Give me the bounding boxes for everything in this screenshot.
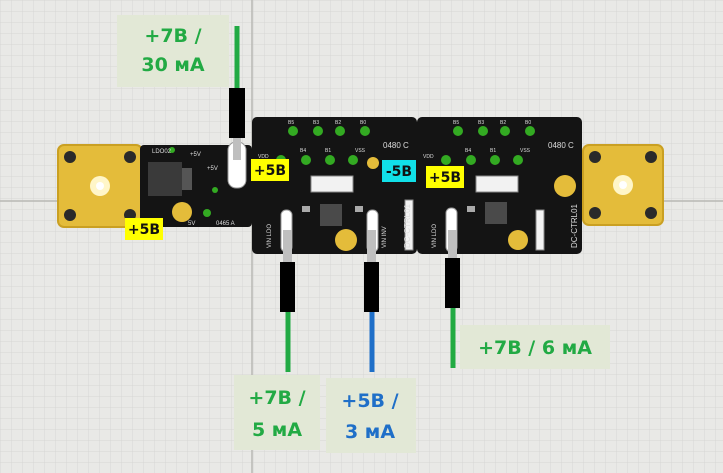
pin-label: B0	[360, 120, 366, 126]
voltage-tag-ldo-in: +5В	[125, 218, 163, 240]
callout-top: +7В / 30 мА	[117, 15, 229, 87]
voltage-tag-ctrl1-neg: -5В	[382, 160, 416, 182]
wire-bottom-left	[280, 230, 295, 372]
ldo-pin-label: +5V	[190, 152, 201, 158]
callout-bottom-mid: +5В / 3 мА	[326, 378, 416, 453]
vin-ldo-label: VIN LDO	[267, 224, 273, 248]
ldo-capacitor	[172, 202, 192, 222]
via	[360, 126, 370, 136]
wire-top	[229, 26, 245, 160]
callout-bottom-left: +7В / 5 мА	[234, 375, 320, 450]
header-connector	[475, 175, 519, 193]
ldo-part-number: 0465 A	[216, 221, 235, 227]
board-part-number: 0480 C	[548, 141, 574, 150]
resistor	[404, 199, 414, 251]
wire-bottom-right	[445, 230, 460, 368]
callout-bottom-right: +7В / 6 мА	[460, 325, 610, 369]
board-name: DC-CTRL01	[403, 203, 412, 248]
resistor	[535, 209, 545, 251]
via	[453, 126, 463, 136]
board-name: DC-CTRL01	[570, 203, 579, 248]
pin-label: VDD	[258, 154, 269, 160]
ldo-board: LDO02 +5V +5V 5V 0465 A	[140, 141, 252, 227]
pin-label: VSS	[520, 148, 531, 154]
voltage-tag-text: +5В	[429, 170, 461, 186]
voltage-tag-ldo-out: +5В	[251, 159, 289, 181]
via	[478, 126, 488, 136]
ldo-board-name: LDO02	[152, 149, 172, 155]
via	[301, 155, 311, 165]
pin-label: B5	[288, 120, 294, 126]
pin-label: B3	[478, 120, 484, 126]
sma-connector-right	[582, 144, 664, 226]
capacitor	[335, 229, 357, 251]
pin-label: VDD	[423, 154, 434, 160]
callout-text: +7В / 6 мА	[478, 337, 592, 359]
via	[348, 155, 358, 165]
voltage-tag-text: +5В	[254, 163, 286, 179]
ctrl-board-1: B5 B3 B2 B0 VDD B4 B1 VSS 0480 C VIN LDO…	[252, 117, 417, 254]
pin-label: B1	[490, 148, 496, 154]
vin-ldo-label: VIN LDO	[432, 224, 438, 248]
callout-text: +5В /	[341, 390, 398, 412]
voltage-tag-ctrl2-in: +5В	[426, 166, 464, 188]
pin-label: B5	[453, 120, 459, 126]
via	[335, 126, 345, 136]
sma-connector-left	[57, 144, 143, 228]
ic-chip	[485, 202, 507, 224]
callout-text: +7В /	[248, 387, 305, 409]
ldo-pin-label: 5V	[188, 221, 195, 227]
via	[525, 126, 535, 136]
pin-label: B4	[300, 148, 306, 154]
pin-label: B4	[465, 148, 471, 154]
pin-label: B2	[500, 120, 506, 126]
via	[490, 155, 500, 165]
ldo-pin-label: +5V	[207, 166, 218, 172]
capacitor	[554, 175, 576, 197]
capacitor	[508, 230, 528, 250]
via	[325, 155, 335, 165]
via	[313, 126, 323, 136]
ldo-regulator-chip	[148, 162, 182, 196]
via	[513, 155, 523, 165]
vin-inv-label: VIN INV	[382, 226, 388, 248]
via	[288, 126, 298, 136]
via	[441, 155, 451, 165]
voltage-tag-text: -5В	[386, 164, 412, 180]
header-connector	[310, 175, 354, 193]
pin-label: B2	[335, 120, 341, 126]
pin-label: B0	[525, 120, 531, 126]
callout-text: 5 мА	[252, 419, 302, 441]
callout-text: 3 мА	[345, 421, 395, 443]
via	[466, 155, 476, 165]
pin-label: B1	[325, 148, 331, 154]
callout-text: 30 мА	[141, 54, 205, 76]
via	[500, 126, 510, 136]
callout-text: +7В /	[144, 25, 201, 47]
capacitor	[367, 157, 379, 169]
wire-bottom-mid	[364, 230, 379, 372]
board-part-number: 0480 C	[383, 141, 409, 150]
voltage-tag-text: +5В	[128, 222, 160, 238]
pin-label: B3	[313, 120, 319, 126]
ic-chip	[320, 204, 342, 226]
pin-label: VSS	[355, 148, 366, 154]
